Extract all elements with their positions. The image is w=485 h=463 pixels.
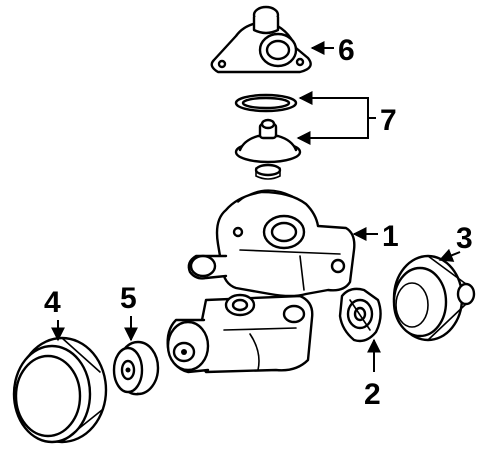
- leader-7: [358, 97, 376, 139]
- leader-3: [438, 248, 461, 262]
- water-pump-housing: [187, 189, 356, 298]
- clutch-bracket: [338, 287, 382, 343]
- pulley-large: [392, 254, 476, 342]
- pulley-hub: [112, 340, 160, 396]
- callout-6: 6: [338, 34, 355, 67]
- callout-7: 7: [380, 104, 397, 137]
- thermostat-housing-cover: [210, 5, 312, 74]
- callout-3: 3: [456, 222, 473, 255]
- callout-5: 5: [120, 282, 137, 315]
- gasket-ring: [234, 93, 298, 113]
- thermostat: [234, 118, 302, 180]
- pulley-large-left: [12, 336, 108, 444]
- water-pump: [166, 293, 314, 374]
- callout-4: 4: [44, 286, 61, 319]
- callout-1: 1: [382, 220, 399, 253]
- callout-2: 2: [364, 378, 381, 411]
